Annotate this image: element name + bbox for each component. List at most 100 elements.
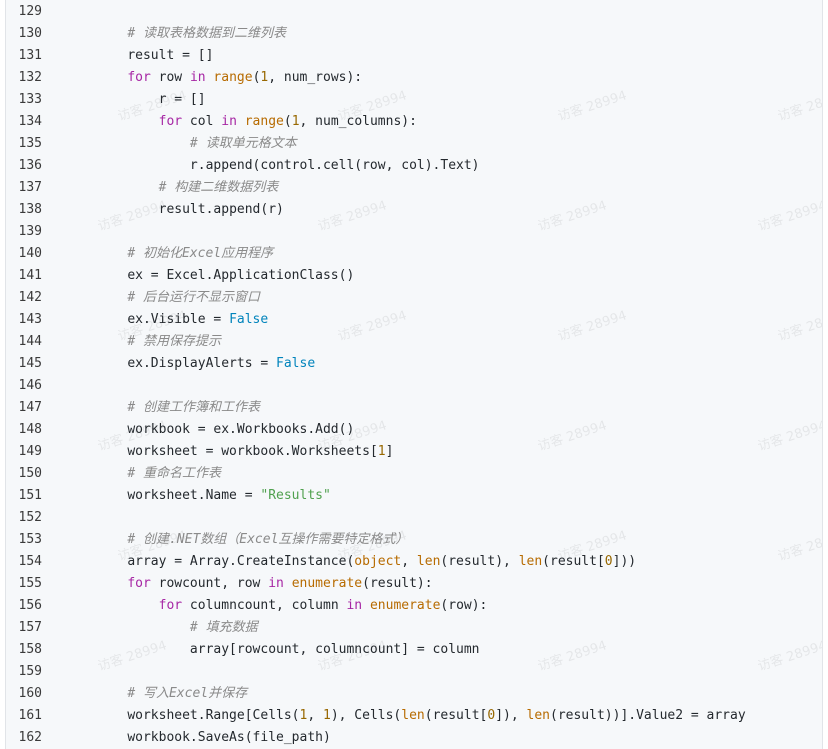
indent xyxy=(96,620,190,635)
code-token: enumerate xyxy=(369,598,441,613)
code-token: False xyxy=(276,356,316,371)
code-token: rowcount, row xyxy=(150,576,269,591)
line-number: 140 xyxy=(18,246,42,261)
code-token: ex = Excel.ApplicationClass() xyxy=(127,268,355,283)
code-token: ( xyxy=(283,114,292,129)
code-token: object xyxy=(354,554,402,569)
code-token: array[rowcount, columncount] = column xyxy=(189,642,480,657)
indent xyxy=(96,158,190,173)
code-token: , num_rows): xyxy=(268,70,363,85)
code-token: in xyxy=(189,70,206,85)
indent xyxy=(96,334,127,349)
code-line: 154 array = Array.CreateInstance(object,… xyxy=(6,551,822,573)
code-line: 140 # 初始化Excel应用程序 xyxy=(6,243,822,265)
indent xyxy=(96,136,190,151)
indent xyxy=(96,576,127,591)
code-token: 1 xyxy=(299,708,308,723)
code-token: (row): xyxy=(440,598,488,613)
code-line: 133 r = [] xyxy=(6,89,822,111)
code-line: 146 xyxy=(6,375,822,397)
indent xyxy=(96,26,127,41)
line-number: 149 xyxy=(18,444,42,459)
line-number: 132 xyxy=(18,70,42,85)
code-token: , xyxy=(307,708,323,723)
code-token: for xyxy=(158,598,183,613)
code-comment: # 创建工作簿和工作表 xyxy=(127,400,260,415)
line-number: 162 xyxy=(18,730,42,745)
line-number: 141 xyxy=(18,268,42,283)
indent xyxy=(96,400,127,415)
code-token: for xyxy=(127,576,151,591)
code-token: r = [] xyxy=(158,92,206,107)
indent xyxy=(96,444,127,459)
code-token: len xyxy=(401,708,425,723)
code-line: 129 xyxy=(6,1,822,23)
code-token: worksheet = workbook.Worksheets[ xyxy=(127,444,378,459)
line-number: 156 xyxy=(18,598,42,613)
indent xyxy=(96,466,127,481)
indent xyxy=(96,356,127,371)
code-token: False xyxy=(229,312,269,327)
code-token: (result[ xyxy=(542,554,605,569)
code-line: 144 # 禁用保存提示 xyxy=(6,331,822,353)
line-number: 137 xyxy=(18,180,42,195)
code-line: 158 array[rowcount, columncount] = colum… xyxy=(6,639,822,661)
code-line: 156 for columncount, column in enumerate… xyxy=(6,595,822,617)
code-comment: # 读取单元格文本 xyxy=(189,136,297,151)
code-token: ]), xyxy=(495,708,527,723)
code-token: ( xyxy=(252,70,261,85)
indent xyxy=(96,92,159,107)
code-line: 157 # 填充数据 xyxy=(6,617,822,639)
line-number: 148 xyxy=(18,422,42,437)
line-number: 143 xyxy=(18,312,42,327)
code-line: 150 # 重命名工作表 xyxy=(6,463,822,485)
line-number: 144 xyxy=(18,334,42,349)
code-token: (result[ xyxy=(424,708,488,723)
code-token: result.append(r) xyxy=(158,202,284,217)
line-number: 142 xyxy=(18,290,42,305)
code-token: row xyxy=(150,70,190,85)
code-token: worksheet.Range[Cells( xyxy=(127,708,300,723)
code-token xyxy=(284,576,292,591)
line-number: 146 xyxy=(18,378,42,393)
indent xyxy=(96,312,127,327)
line-number: 136 xyxy=(18,158,42,173)
code-line: 137 # 构建二维数据列表 xyxy=(6,177,822,199)
indent xyxy=(96,70,127,85)
line-number: 151 xyxy=(18,488,42,503)
code-comment: # 禁用保存提示 xyxy=(127,334,221,349)
code-comment: # 后台运行不显示窗口 xyxy=(127,290,260,305)
line-number: 134 xyxy=(18,114,42,129)
line-number: 139 xyxy=(18,224,42,239)
code-token: ), Cells( xyxy=(330,708,402,723)
code-token: len xyxy=(526,708,550,723)
code-token: (result): xyxy=(362,576,433,591)
code-line: 152 xyxy=(6,507,822,529)
code-line: 141 ex = Excel.ApplicationClass() xyxy=(6,265,822,287)
line-number: 153 xyxy=(18,532,42,547)
code-line: 132 for row in range(1, num_rows): xyxy=(6,67,822,89)
indent xyxy=(96,114,159,129)
indent xyxy=(96,642,190,657)
code-token: 0 xyxy=(487,708,496,723)
code-line: 143 ex.Visible = False xyxy=(6,309,822,331)
code-comment: # 构建二维数据列表 xyxy=(158,180,279,195)
code-token xyxy=(237,114,245,129)
indent xyxy=(96,202,159,217)
code-token: 1 xyxy=(322,708,331,723)
code-line: 153 # 创建.NET数组（Excel互操作需要特定格式） xyxy=(6,529,822,551)
code-token: columncount, column xyxy=(182,598,347,613)
code-token: ex.Visible = xyxy=(127,312,230,327)
code-comment: # 创建.NET数组（Excel互操作需要特定格式） xyxy=(127,532,409,547)
line-number: 158 xyxy=(18,642,42,657)
indent xyxy=(96,532,127,547)
line-number: 147 xyxy=(18,400,42,415)
code-token: range xyxy=(213,70,253,85)
code-line: 145 ex.DisplayAlerts = False xyxy=(6,353,822,375)
code-line: 138 result.append(r) xyxy=(6,199,822,221)
code-line: 159 xyxy=(6,661,822,683)
code-line: 136 r.append(control.cell(row, col).Text… xyxy=(6,155,822,177)
code-token: 1 xyxy=(377,444,386,459)
